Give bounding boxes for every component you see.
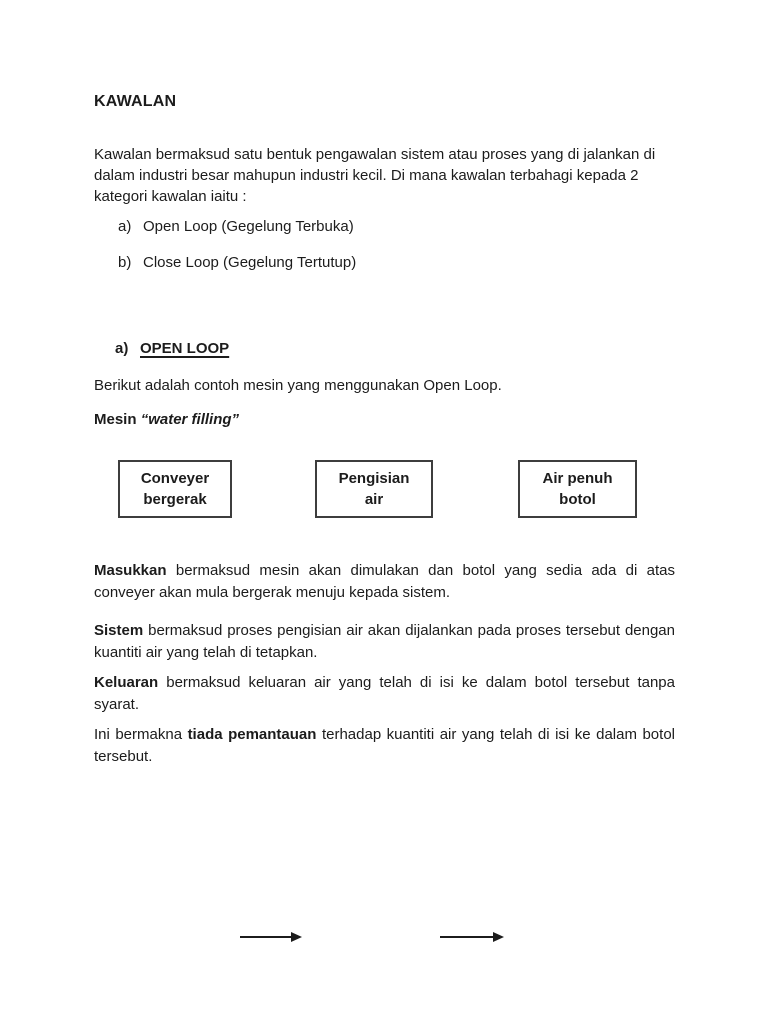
intro-paragraph: Kawalan bermaksud satu bentuk pengawalan… [94, 146, 656, 205]
paragraph-text: Ini bermakna [94, 726, 188, 743]
machine-name: “water filling” [140, 411, 240, 428]
flow-box-air-penuh: Air penuh botol [518, 460, 637, 518]
paragraph-keluaran: Keluaran bermaksud keluaran air yang tel… [94, 672, 675, 716]
machine-caption: Mesin “water filling” [94, 409, 675, 430]
paragraph-text: bermaksud mesin akan dimulakan dan botol… [94, 562, 675, 601]
flow-box-line: air [364, 491, 384, 508]
flow-box-pengisian: Pengisian air [315, 460, 433, 518]
flow-box-conveyer: Conveyer bergerak [118, 460, 232, 518]
machine-label: Mesin [94, 411, 141, 428]
page-title: KAWALAN [94, 93, 177, 110]
flow-box-line: Pengisian [338, 470, 410, 487]
paragraph-bold-term: tiada pemantauan [187, 726, 317, 743]
open-loop-flow-diagram: Conveyer bergerak Pengisian air Air penu… [0, 460, 768, 942]
paragraph-bold-term: Masukkan [94, 562, 167, 579]
section-title: OPEN LOOP [140, 340, 230, 357]
paragraph-text: bermaksud keluaran air yang telah di isi… [94, 674, 675, 713]
section-heading-open-loop: a) OPEN LOOP [94, 338, 675, 359]
paragraph-sistem: Sistem bermaksud proses pengisian air ak… [94, 620, 675, 664]
example-intro-text: Berikut adalah contoh mesin yang menggun… [94, 377, 502, 394]
flow-arrow-icon [440, 932, 504, 942]
flow-box-line: botol [559, 491, 596, 508]
flow-box-line: Conveyer [140, 470, 210, 487]
paragraph-bold-term: Keluaran [94, 674, 159, 691]
list-item-open-loop: a) Open Loop (Gegelung Terbuka) [94, 216, 675, 237]
paragraph-bold-term: Sistem [94, 622, 144, 639]
list-item-close-loop: b) Close Loop (Gegelung Tertutup) [94, 252, 675, 273]
paragraph-masukkan: Masukkan bermaksud mesin akan dimulakan … [94, 560, 675, 604]
list-marker: b) [118, 254, 132, 271]
list-item-label: Open Loop (Gegelung Terbuka) [143, 218, 354, 235]
flow-box-line: bergerak [143, 491, 207, 508]
section-marker: a) [115, 340, 129, 357]
paragraph-text: terhadap kuantiti air yang telah di isi … [94, 726, 675, 765]
flow-arrow-icon [240, 932, 302, 942]
flow-box-line: Air penuh [542, 470, 613, 487]
list-marker: a) [118, 218, 132, 235]
paragraph-text: bermaksud proses pengisian air akan dija… [94, 622, 675, 661]
paragraph-ini-bermakna: Ini bermakna tiada pemantauan terhadap k… [94, 724, 675, 768]
list-item-label: Close Loop (Gegelung Tertutup) [143, 254, 357, 271]
